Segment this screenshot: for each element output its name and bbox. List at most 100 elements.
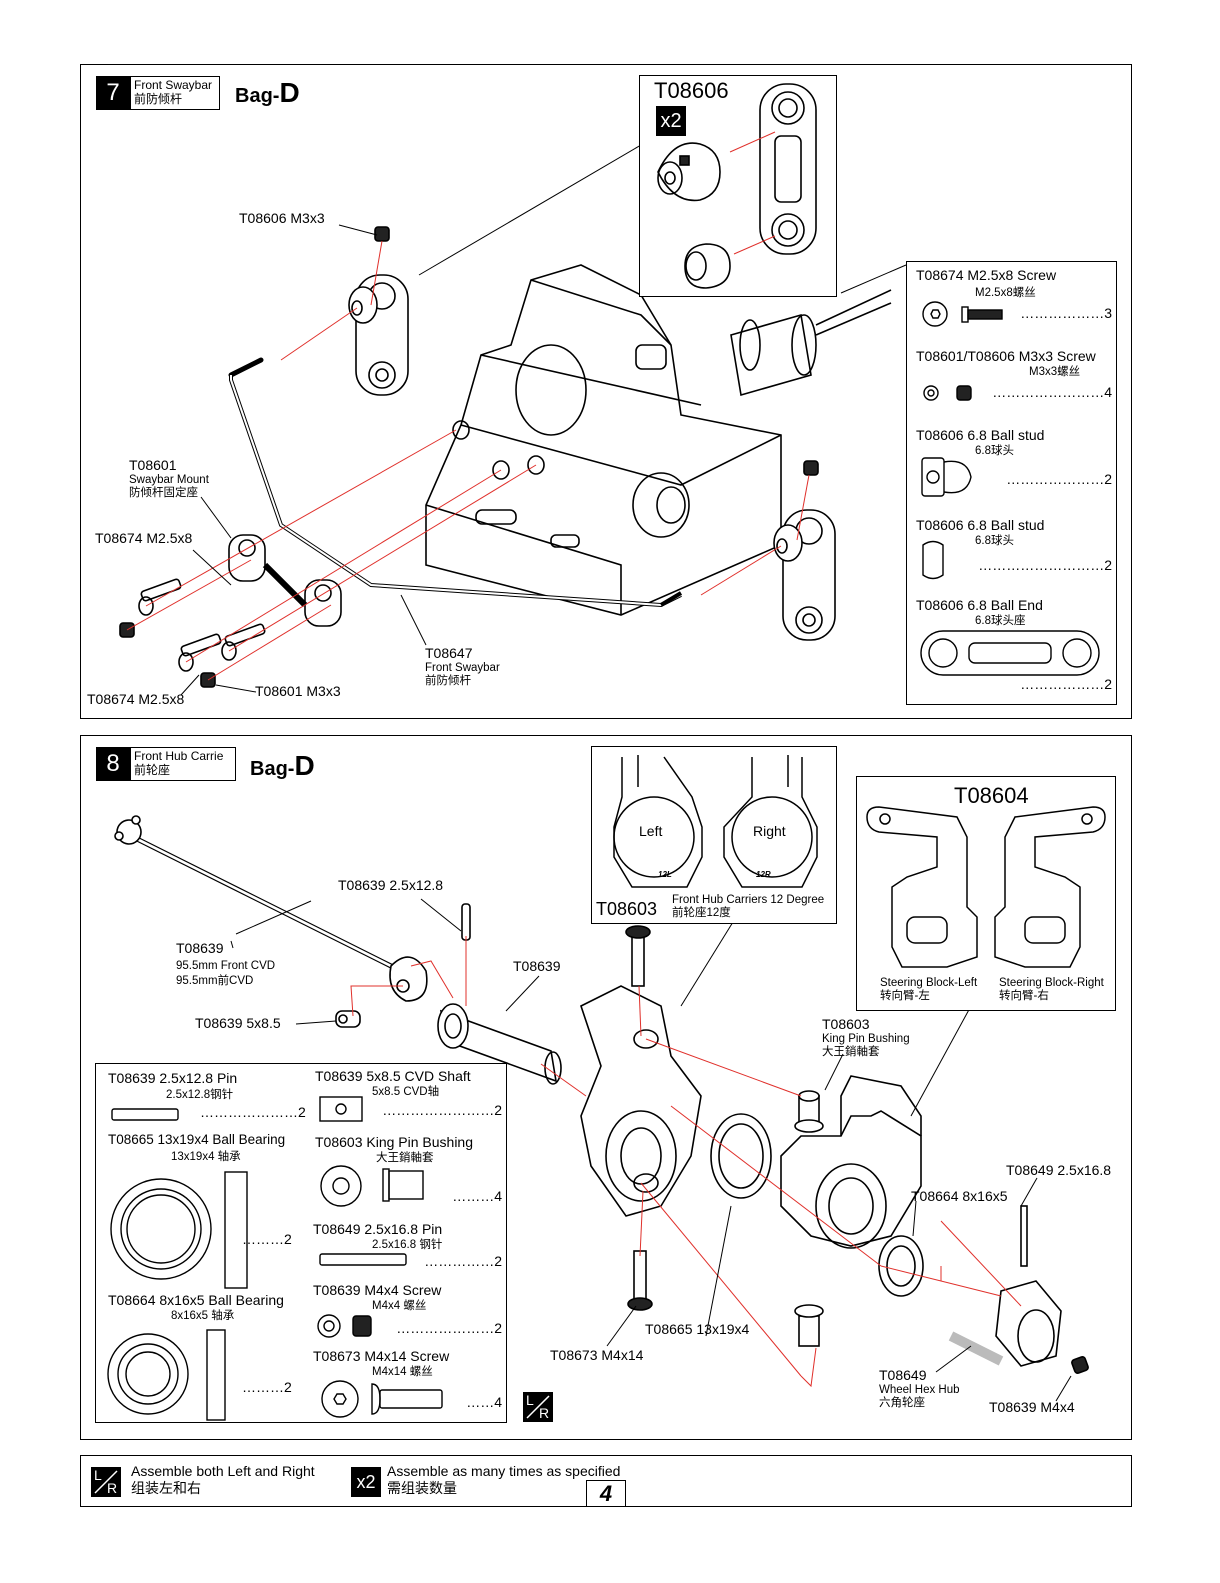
steer-right-cn: 转向臂-右: [999, 990, 1049, 1002]
part-cn: 6.8球头: [975, 535, 1014, 547]
part-name: T08601/T08606 M3x3 Screw: [916, 348, 1096, 364]
step8-title-cn: 前轮座: [134, 763, 171, 777]
part-qty: ………4: [452, 1188, 502, 1204]
callout-t08639-cvd-code: T08639: [176, 940, 224, 956]
hub-carriers-drawing: [613, 755, 818, 888]
callout-t08647-cn: 前防倾杆: [425, 675, 471, 687]
part-name: T08606 6.8 Ball stud: [916, 427, 1045, 443]
page-number: 4: [586, 1480, 626, 1507]
part-cn: 2.5x12.8钢针: [166, 1089, 234, 1101]
hub-detail-code: T08603: [596, 899, 658, 919]
steering-block-detail-box: T08604 Steering Block-Left 转向臂-左 Steerin…: [856, 776, 1116, 1011]
lr-legend-cn: 组装左和右: [131, 1480, 201, 1496]
bag-prefix: Bag-: [235, 85, 280, 107]
part-qty: ………2: [242, 1231, 292, 1247]
callout-t08603-cn: 大王銷軸套: [822, 1046, 880, 1058]
part-name: T08603 King Pin Bushing: [315, 1134, 473, 1150]
hub-left-label: Left: [639, 823, 663, 839]
steer-left-cn: 转向臂-左: [880, 990, 930, 1002]
t08606-detail-box: T08606 x2: [639, 75, 837, 297]
step7-title-en: Front Swaybar: [134, 78, 213, 92]
part-qty: …………………2: [1006, 471, 1112, 487]
x2-legend-cn: 需组装数量: [387, 1480, 457, 1496]
callout-t08673: T08673 M4x14: [550, 1347, 644, 1363]
lr-slash: [94, 1470, 118, 1494]
part-qty: …………………2: [200, 1104, 306, 1120]
ball-end-drawing: [657, 83, 817, 289]
step8-title-en: Front Hub Carrie: [134, 749, 224, 763]
hub-right-label: Right: [753, 823, 786, 839]
step7-assembly-drawing: [119, 144, 907, 696]
steer-left-en: Steering Block-Left: [880, 977, 978, 989]
part-name: T08639 5x8.5 CVD Shaft: [315, 1068, 471, 1084]
callout-t08603-code: T08603: [822, 1016, 870, 1032]
callout-t08639-cvd-cn: 95.5mm前CVD: [176, 975, 254, 987]
part-qty: ………2: [242, 1379, 292, 1395]
part-name: T08639 2.5x12.8 Pin: [108, 1070, 238, 1086]
callout-t08601-m3x3: T08601 M3x3: [255, 683, 341, 699]
steering-blocks-drawing: [866, 806, 1106, 968]
part-cn: 大王銷軸套: [376, 1152, 434, 1164]
bag-letter: D: [279, 77, 300, 108]
callout-t08664: T08664 8x16x5: [911, 1188, 1008, 1204]
callout-t08649-en: Wheel Hex Hub: [879, 1384, 960, 1396]
part-qty: …………………2: [396, 1320, 502, 1336]
step8-bag: Bag-D: [250, 750, 315, 782]
part-cn: M4x14 螺丝: [372, 1366, 433, 1378]
t08606-detail-code: T08606: [654, 78, 729, 103]
part-cn: 2.5x16.8 钢针: [372, 1239, 443, 1251]
part-cn: 5x8.5 CVD轴: [372, 1086, 440, 1098]
lr-icon: L R: [523, 1392, 553, 1422]
x2-legend-en: Assemble as many times as specified: [387, 1463, 621, 1479]
part-qty: ……………2: [424, 1253, 502, 1269]
part-qty: ………………………2: [978, 557, 1112, 573]
callout-t08647-code: T08647: [425, 645, 473, 661]
hub-detail-en: Front Hub Carriers 12 Degree: [672, 894, 825, 906]
lr-legend-en: Assemble both Left and Right: [131, 1463, 315, 1479]
step7-parts-box: T08674 M2.5x8 Screw M2.5x8螺丝 ………………3 T08…: [906, 261, 1117, 705]
x2-badge: x2: [656, 106, 686, 136]
lr-legend-icon: L R: [91, 1467, 121, 1497]
callout-t08639-cvd-en: 95.5mm Front CVD: [176, 960, 276, 972]
callout-t08639-mid: T08639: [513, 958, 561, 974]
callout-t08649-cn: 六角轮座: [879, 1397, 925, 1409]
bag-letter: D: [294, 750, 315, 781]
steer-right-en: Steering Block-Right: [999, 977, 1104, 989]
part-qty: ……………………4: [992, 384, 1112, 400]
step7-bag: Bag-D: [235, 77, 300, 109]
callout-t08665: T08665 13x19x4: [645, 1321, 750, 1337]
step8-assembly-drawing: [114, 815, 1089, 1402]
part-cn: M3x3螺丝: [1029, 366, 1081, 378]
step8-parts-box: T08639 2.5x12.8 Pin 2.5x12.8钢针 …………………2 …: [95, 1063, 507, 1423]
callout-t08649-code: T08649: [879, 1367, 927, 1383]
callout-t08639-pin: T08639 2.5x12.8: [338, 877, 444, 893]
lr-l: L: [94, 1467, 102, 1483]
step7-panel: 7 Front Swaybar 前防倾杆 Bag-D: [80, 64, 1132, 719]
x2-legend-badge: x2: [351, 1467, 381, 1497]
steer-detail-code: T08604: [954, 783, 1029, 808]
callout-t08647-en: Front Swaybar: [425, 662, 500, 674]
callout-t08674-top: T08674 M2.5x8: [95, 530, 193, 546]
part-qty: ………………3: [1020, 305, 1112, 321]
step7-title: Front Swaybar 前防倾杆: [130, 76, 220, 110]
callout-t08601-cn: 防倾杆固定座: [129, 487, 198, 499]
lr-l: L: [526, 1392, 534, 1408]
hub-left-mark: 12L: [658, 870, 672, 879]
part-cn: M2.5x8螺丝: [975, 287, 1036, 299]
callout-t08601-en: Swaybar Mount: [129, 474, 209, 486]
part-cn: 13x19x4 轴承: [171, 1151, 241, 1163]
part-name: T08606 6.8 Ball End: [916, 597, 1043, 613]
part-qty: ……4: [466, 1394, 502, 1410]
step8-number: 8: [96, 747, 130, 781]
part-name: T08639 M4x4 Screw: [313, 1282, 442, 1298]
callout-t08603-en: King Pin Bushing: [822, 1033, 910, 1045]
part-name: T08674 M2.5x8 Screw: [916, 267, 1057, 283]
hub-right-mark: 12R: [756, 870, 771, 879]
part-qty: ………………2: [1020, 676, 1112, 692]
hub-carrier-detail-box: Left Right 12L 12R T08603 Front Hub Carr…: [591, 746, 837, 924]
step8-parts-icons: [107, 1096, 443, 1421]
step8-panel: 8 Front Hub Carrie 前轮座 Bag-D: [80, 735, 1132, 1440]
part-qty: ……………………2: [382, 1102, 502, 1118]
step7-parts-icons: [920, 301, 1100, 676]
lr-slash: [526, 1395, 550, 1419]
